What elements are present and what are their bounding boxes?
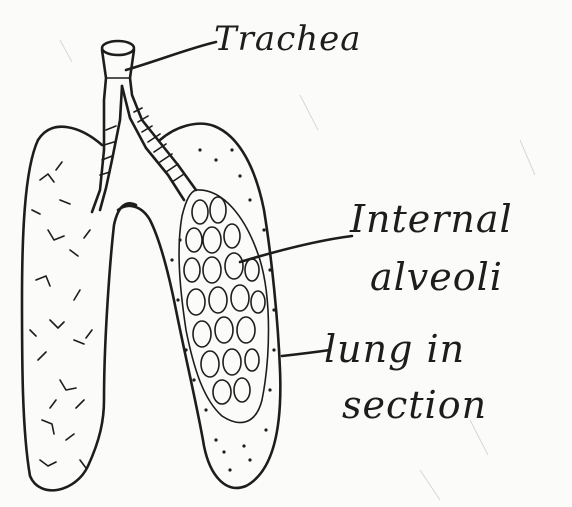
left-lung-texture (30, 162, 92, 468)
leader-lines (126, 42, 352, 356)
label-lung-in: lung in (324, 330, 465, 368)
leader-lung-section (282, 350, 330, 356)
label-section: section (342, 386, 487, 424)
label-trachea: Trachea (214, 22, 362, 56)
right-lung (118, 124, 280, 488)
leader-trachea (126, 42, 216, 70)
label-alveoli: alveoli (370, 258, 503, 296)
label-internal: Internal (350, 200, 513, 238)
left-lung (22, 127, 136, 491)
